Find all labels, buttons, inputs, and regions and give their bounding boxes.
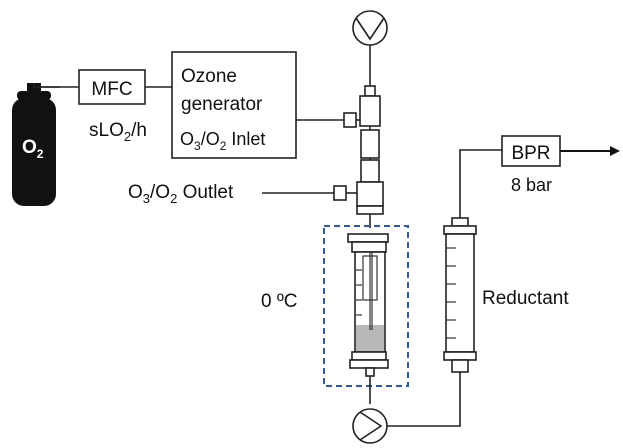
mfc-box: MFC xyxy=(78,69,146,105)
ozone-generator-line1: Ozone xyxy=(181,66,237,87)
top-pump-symbol xyxy=(355,17,385,41)
inlet-tee-connector xyxy=(343,112,357,128)
reductant-label: Reductant xyxy=(482,288,569,309)
cylinder-label: O2 xyxy=(22,137,44,161)
reductant-syringe xyxy=(443,217,477,373)
mfc-label: MFC xyxy=(91,79,132,100)
liquid-line-to-bpr xyxy=(459,149,502,218)
reactor-column xyxy=(346,45,384,228)
ozone-generator-line2: generator xyxy=(181,94,263,115)
ozone-generator-box: Ozone generator O3/O2 Inlet xyxy=(171,51,297,159)
flow-rate-unit: sLO2/h xyxy=(89,120,147,144)
outlet-tee-connector xyxy=(333,185,347,201)
temperature-label: 0 ºC xyxy=(261,291,298,312)
bpr-box: BPR xyxy=(501,135,561,167)
top-pump xyxy=(352,10,388,46)
oxygen-cylinder: O2 xyxy=(12,83,56,206)
bottom-pump xyxy=(352,384,388,444)
reactor-bottom-cap xyxy=(349,359,389,369)
cooling-bath-box xyxy=(323,225,409,387)
reactor-vessel xyxy=(347,233,389,384)
reactor-top-cap xyxy=(347,233,389,243)
ozone-inlet-label: O3/O2 Inlet xyxy=(180,129,265,153)
bottom-pump-symbol xyxy=(359,411,383,441)
liquid-line-pump-reductant xyxy=(387,372,461,427)
bpr-pressure-label: 8 bar xyxy=(511,175,552,195)
bpr-label: BPR xyxy=(511,143,550,164)
cylinder-body xyxy=(12,98,56,206)
outlet-label: O3/O2 Outlet xyxy=(128,182,234,206)
